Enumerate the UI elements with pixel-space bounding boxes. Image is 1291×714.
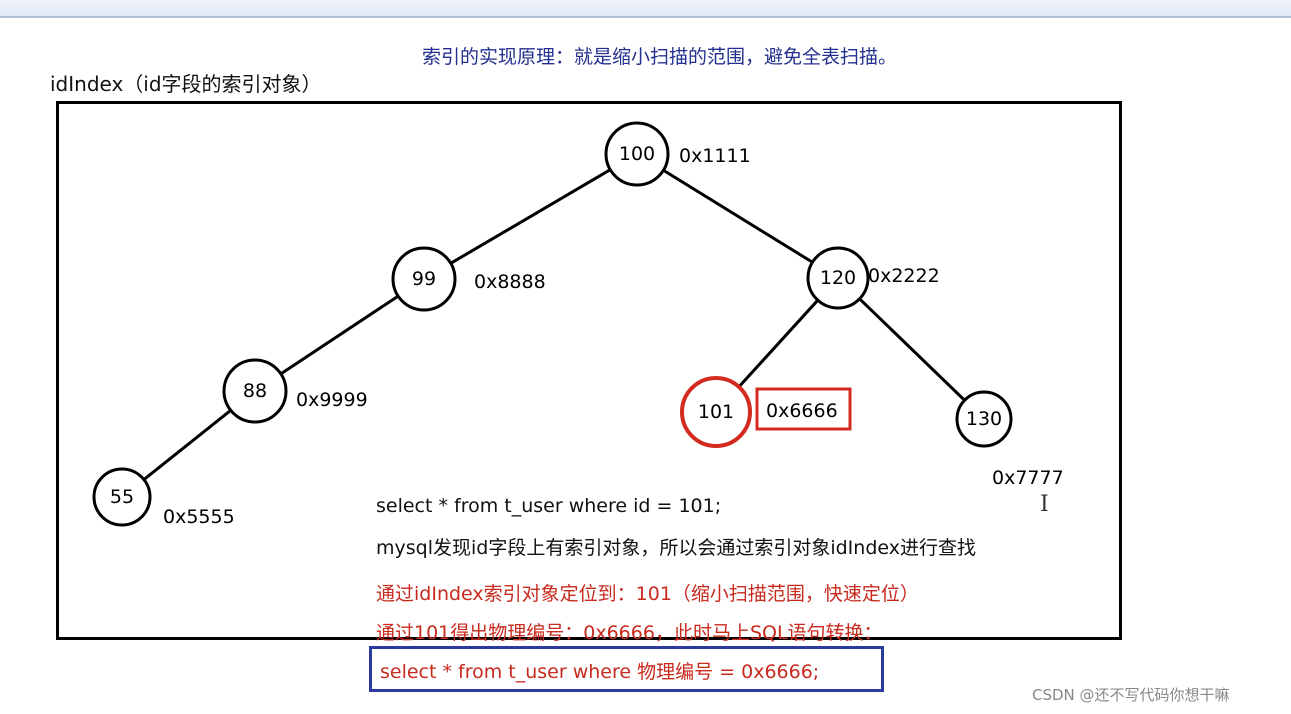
tree-node-address-101: 0x6666 xyxy=(766,400,838,422)
sql-query-text: select * from t_user where id = 101; xyxy=(376,495,722,517)
tree-node-key-101: 101 xyxy=(698,401,734,423)
text-cursor-icon: I xyxy=(1040,492,1049,517)
final-sql-text: select * from t_user where 物理编号 = 0x6666… xyxy=(380,661,820,683)
step2-text: 通过101得出物理编号：0x6666，此时马上SQL语句转换： xyxy=(376,622,883,644)
tree-node-55 xyxy=(92,467,152,527)
tree-node-100 xyxy=(604,121,670,187)
tree-edge-100-120 xyxy=(662,168,814,264)
tree-node-address-55: 0x5555 xyxy=(163,506,235,528)
tree-node-key-88: 88 xyxy=(243,380,267,402)
tree-frame xyxy=(56,101,1122,640)
highlighted-address-box xyxy=(755,387,852,431)
tree-node-99 xyxy=(391,246,457,312)
tree-node-key-100: 100 xyxy=(619,143,655,165)
tree-node-address-100: 0x1111 xyxy=(679,145,751,167)
index-object-label: idIndex（id字段的索引对象） xyxy=(50,72,322,96)
step1-text: 通过idIndex索引对象定位到：101（缩小扫描范围，快速定位） xyxy=(376,583,919,605)
tree-edge-120-130 xyxy=(858,297,966,402)
diagram-heading: 索引的实现原理：就是缩小扫描的范围，避免全表扫描。 xyxy=(422,46,898,68)
tree-edge-88-55 xyxy=(142,409,232,481)
tree-node-address-88: 0x9999 xyxy=(296,389,368,411)
tree-node-address-130: 0x7777 xyxy=(992,467,1064,489)
tree-node-130 xyxy=(955,390,1013,448)
tree-edge-120-101 xyxy=(737,299,819,388)
tree-node-address-99: 0x8888 xyxy=(474,271,546,293)
tree-node-120 xyxy=(806,246,870,310)
watermark: CSDN @还不写代码你想干嘛 xyxy=(1032,686,1230,704)
tree-node-key-99: 99 xyxy=(412,268,436,290)
tree-node-key-55: 55 xyxy=(110,486,134,508)
tree-node-key-120: 120 xyxy=(820,267,856,289)
tree-node-88 xyxy=(222,358,288,424)
tree-node-key-130: 130 xyxy=(966,408,1002,430)
tree-edge-99-88 xyxy=(280,294,399,376)
index-lookup-description: mysql发现id字段上有索引对象，所以会通过索引对象idIndex进行查找 xyxy=(376,537,976,559)
tree-node-address-120: 0x2222 xyxy=(868,265,940,287)
tree-node-101 xyxy=(680,376,752,448)
final-sql-box: select * from t_user where 物理编号 = 0x6666… xyxy=(369,646,884,692)
ribbon-bar xyxy=(0,0,1291,18)
tree-edge-100-99 xyxy=(449,168,612,265)
